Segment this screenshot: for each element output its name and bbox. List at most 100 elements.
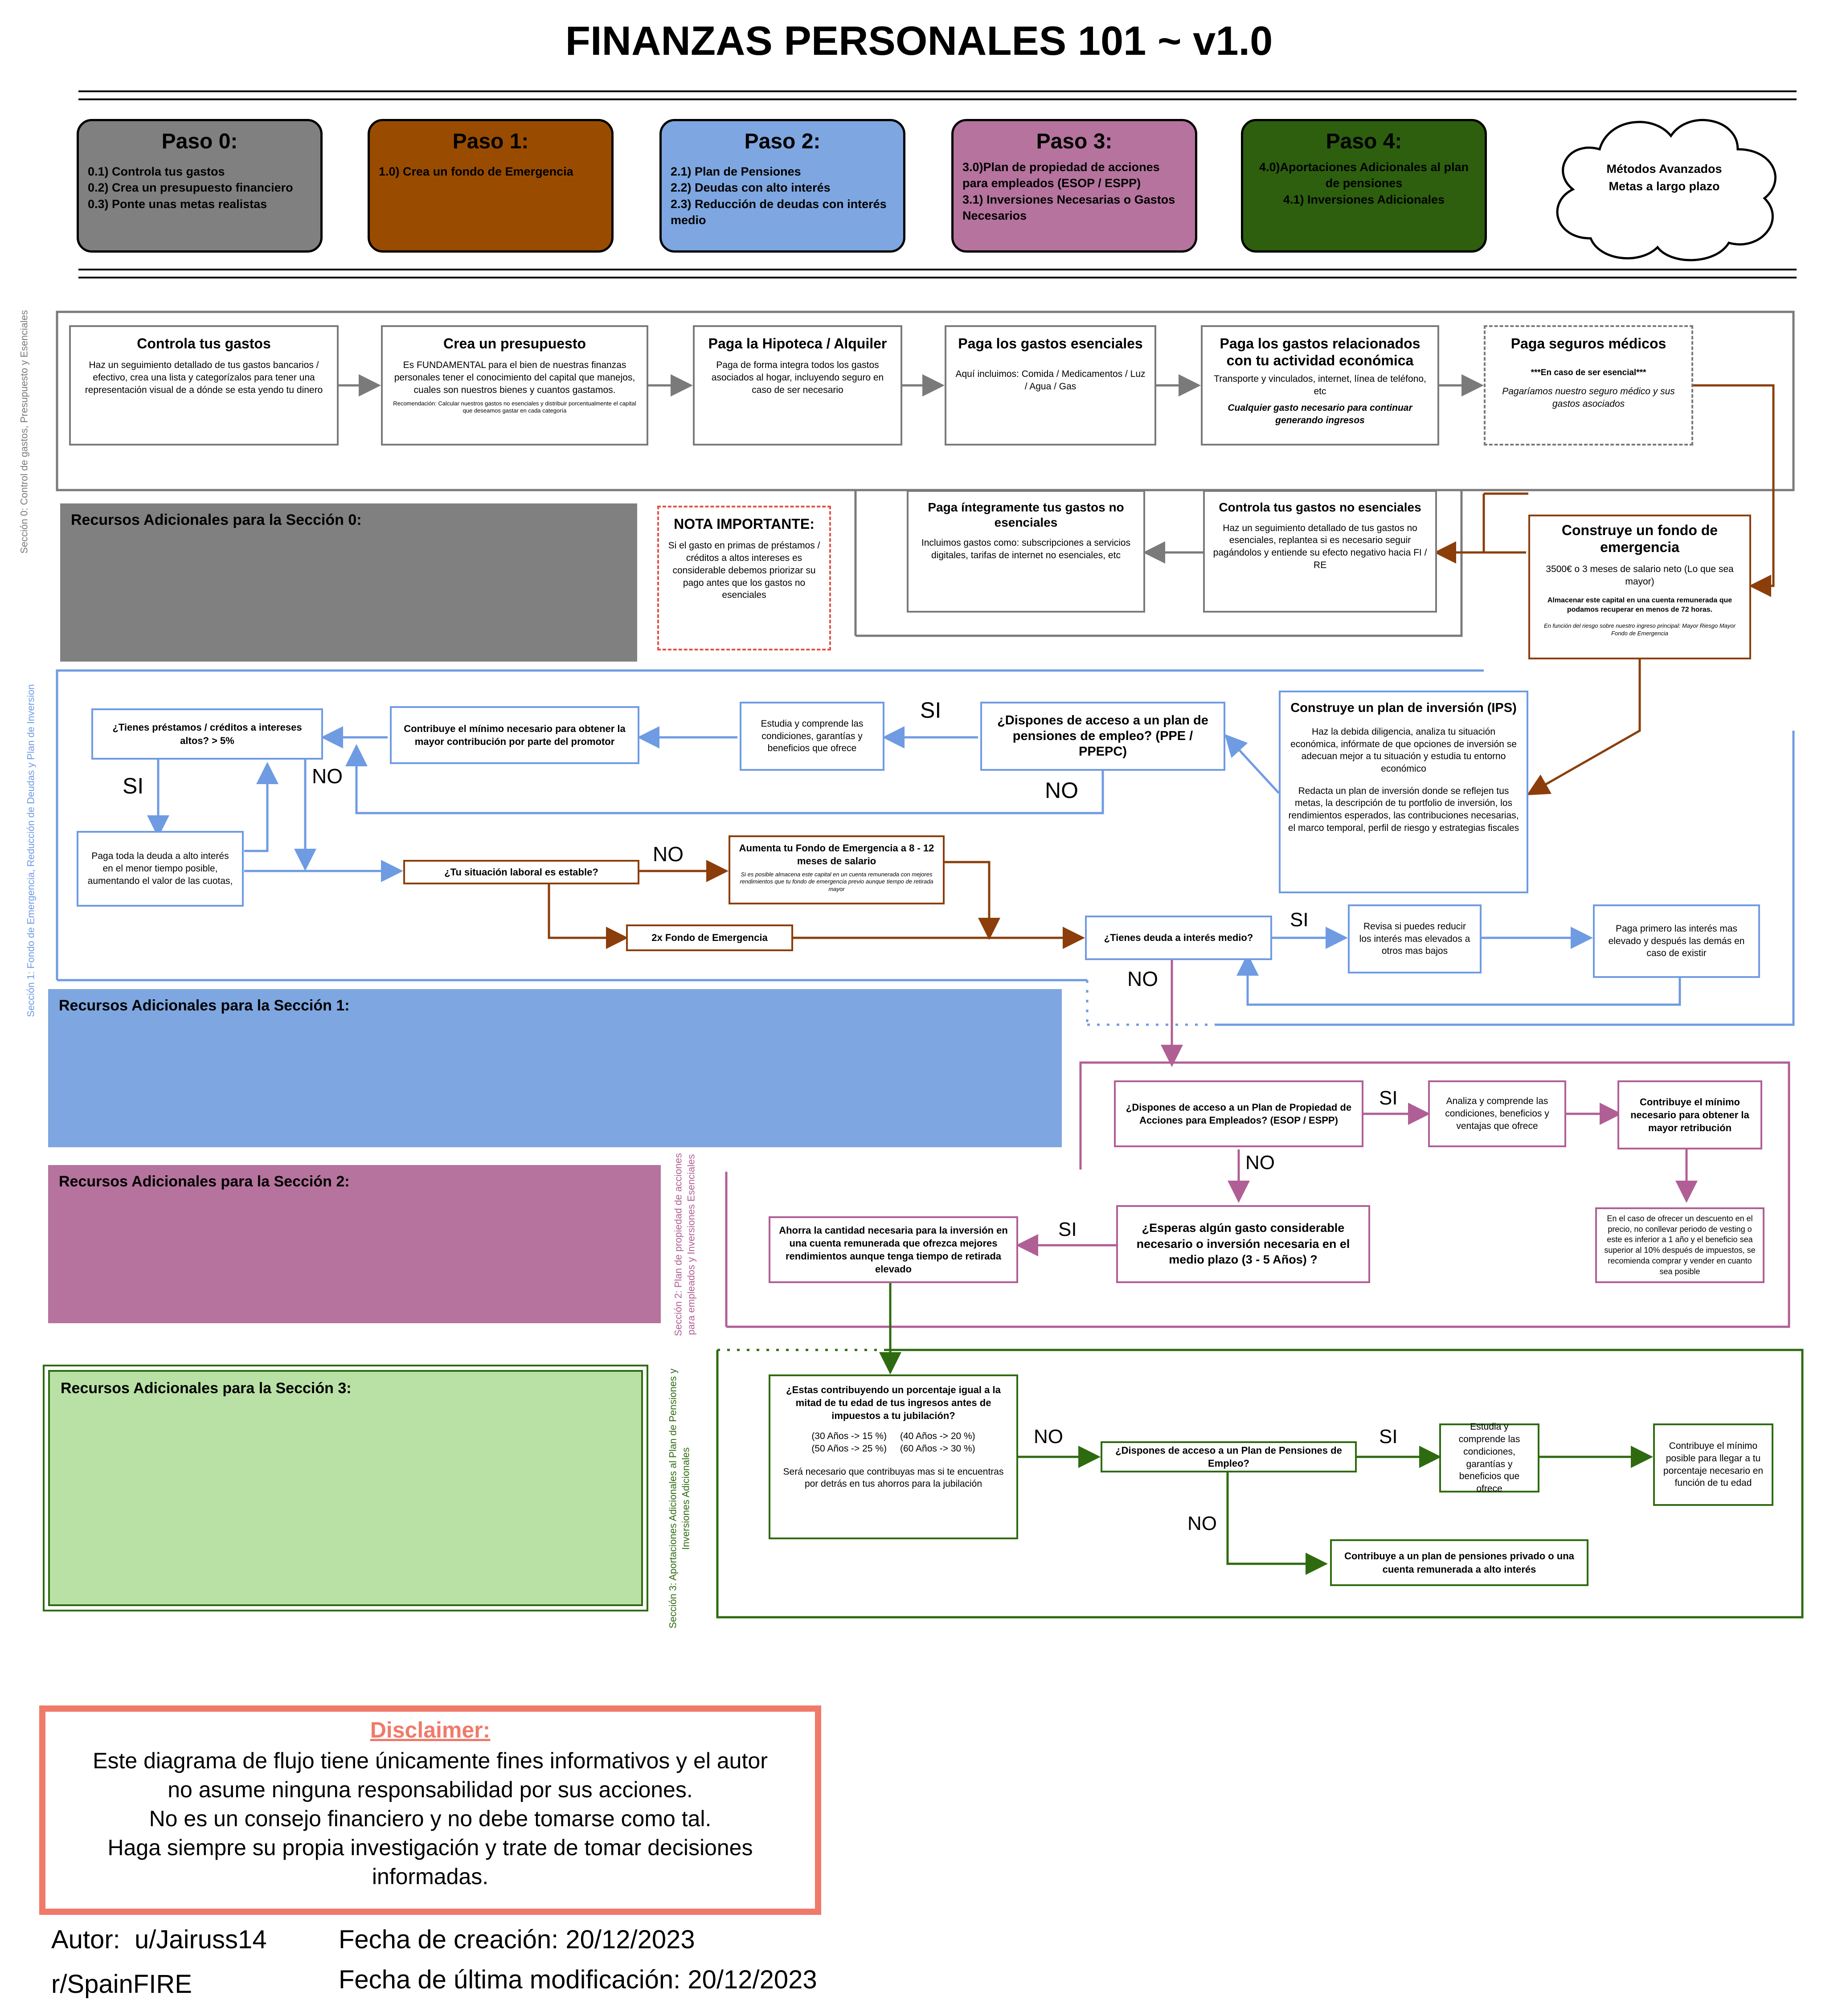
section-2-label-text: Sección 2: Plan de propiedad de acciones… [672, 1153, 696, 1337]
box-title: Contribuye el mínimo necesario para obte… [1630, 1096, 1749, 1134]
label-no: NO [1127, 967, 1158, 990]
section-3-label: Sección 3: Aportaciones Adicionales al P… [667, 1365, 692, 1632]
footer-created-date: Fecha de creación: 20/12/2023 [339, 1925, 695, 1954]
box-seguros-medicos: Paga seguros médicos ***En caso de ser e… [1484, 325, 1693, 446]
box-title: Controla tus gastos [137, 335, 271, 352]
box-body: Haz un seguimiento detallado de tus gast… [1213, 523, 1427, 570]
box-body: Transporte y vinculados, internet, línea… [1214, 373, 1426, 397]
box-title: NOTA IMPORTANTE: [674, 516, 815, 532]
box-porcentaje-question: ¿Estas contribuyendo un porcentaje igual… [769, 1374, 1018, 1539]
footer-subreddit: r/SpainFIRE [51, 1970, 192, 1999]
box-title: Ahorra la cantidad necesaria para la inv… [779, 1224, 1008, 1275]
box-title: Construye un fondo de emergencia [1561, 522, 1718, 556]
box-title: ¿Dispones de acceso a un plan de pension… [997, 713, 1208, 759]
step-2-line: 2.2) Deudas con alto interés [671, 181, 831, 195]
age-ratio: (50 Años -> 25 %) [811, 1443, 887, 1454]
box-title: Construye un plan de inversión (IPS) [1290, 701, 1517, 715]
box-note: Si es posible almacena este capital en u… [740, 871, 933, 892]
section-0-label: Sección 0: Control de gastos, Presupuest… [18, 310, 30, 554]
box-title: Controla tus gastos no esenciales [1219, 500, 1421, 514]
box-estudia-pension: Estudia y comprende las condiciones, gar… [1439, 1422, 1539, 1494]
box-body: En el caso de ofrecer un descuento en el… [1604, 1214, 1756, 1276]
step-2: Paso 2: 2.1) Plan de Pensiones 2.2) Deud… [659, 119, 905, 253]
box-paga-esenciales: Paga los gastos esenciales Aquí incluimo… [945, 325, 1156, 446]
resources-section-0: Recursos Adicionales para la Sección 0: [60, 503, 637, 662]
box-body: Haz un seguimiento detallado de tus gast… [85, 360, 323, 395]
step-0-line: 0.3) Ponte unas metas realistas [88, 197, 267, 211]
disclaimer-line: Haga siempre su propia investigación y t… [107, 1835, 753, 1860]
footer-author: Autor: u/Jairuss14 [51, 1925, 267, 1954]
box-body: Si el gasto en primas de préstamos / cré… [668, 540, 820, 601]
box-crea-presupuesto: Crea un presupuesto Es FUNDAMENTAL para … [381, 325, 648, 446]
section-3-label-text: Sección 3: Aportaciones Adicionales al P… [667, 1368, 691, 1629]
box-title: Crea un presupuesto [443, 335, 586, 352]
page-title: FINANZAS PERSONALES 101 ~ v1.0 [565, 18, 1273, 64]
box-title: ¿Dispones de acceso a un Plan de Propied… [1126, 1101, 1352, 1126]
step-1-line: 1.0) Crea un fondo de Emergencia [379, 165, 573, 178]
step-4-heading: Paso 4: [1326, 130, 1402, 153]
box-revisa-intereses: Revisa si puedes reducir los interés mas… [1348, 904, 1482, 973]
label-si: SI [1058, 1219, 1077, 1240]
resources-section-3: Recursos Adicionales para la Sección 3: [43, 1365, 648, 1611]
box-pension-empleo-question: ¿Dispones de acceso a un Plan de Pension… [1101, 1441, 1357, 1472]
step-0-line: 0.2) Crea un presupuesto financiero [88, 181, 293, 195]
box-esop-question: ¿Dispones de acceso a un Plan de Propied… [1114, 1080, 1363, 1147]
step-1: Paso 1: 1.0) Crea un fondo de Emergencia [368, 119, 614, 253]
box-italic: Pagaríamos nuestro seguro médico y sus g… [1502, 386, 1675, 409]
box-body: Será necesario que contribuyas mas si te… [783, 1466, 1004, 1489]
box-body: Estudia y comprende las condiciones, gar… [761, 718, 864, 754]
box-gasto-medio-plazo-question: ¿Esperas algún gasto considerable necesa… [1116, 1205, 1370, 1283]
box-nota-importante: NOTA IMPORTANTE: Si el gasto en primas d… [657, 506, 831, 650]
box-body: 3500€ o 3 meses de salario neto (Lo que … [1546, 564, 1734, 587]
box-title: ¿Tienes préstamos / créditos a intereses… [112, 722, 302, 746]
disclaimer-line: Este diagrama de flujo tiene únicamente … [93, 1748, 768, 1773]
box-doble-fondo: 2x Fondo de Emergencia [626, 924, 793, 951]
box-paga-no-esenciales: Paga íntegramente tus gastos no esencial… [907, 490, 1145, 613]
age-ratio: (40 Años -> 20 %) [900, 1431, 975, 1442]
box-body: Paga primero las interés mas elevado y d… [1608, 923, 1745, 959]
cloud-line: Métodos Avanzados [1606, 162, 1722, 176]
step-4-line: 4.0)Aportaciones Adicionales al plan de … [1259, 160, 1469, 190]
box-controla-no-esenciales: Controla tus gastos no esenciales Haz un… [1203, 490, 1437, 613]
disclaimer-box: Disclaimer: Este diagrama de flujo tiene… [39, 1705, 821, 1915]
age-ratio-row: (30 Años -> 15 %) (40 Años -> 20 %) [811, 1430, 975, 1443]
box-plan-pensiones-empleo-question: ¿Dispones de acceso a un plan de pension… [980, 702, 1225, 771]
box-body: Paga de forma integra todos los gastos a… [711, 360, 884, 395]
box-situacion-laboral-question: ¿Tu situación laboral es estable? [403, 860, 639, 884]
box-plan-privado: Contribuye a un plan de pensiones privad… [1330, 1539, 1588, 1586]
step-0: Paso 0: 0.1) Controla tus gastos 0.2) Cr… [77, 119, 323, 253]
disclaimer-line: No es un consejo financiero y no debe to… [149, 1806, 712, 1831]
box-ahorra-inversion: Ahorra la cantidad necesaria para la inv… [769, 1216, 1018, 1283]
box-bold: ***En caso de ser esencial*** [1531, 368, 1646, 378]
box-title: Paga los gastos relacionados con tu acti… [1220, 335, 1420, 369]
box-contribuye-edad: Contribuye el mínimo posible para llegar… [1653, 1423, 1773, 1506]
footer-modified-date: Fecha de última modificación: 20/12/2023 [339, 1965, 817, 1994]
box-plan-inversion-ips: Construye un plan de inversión (IPS) Haz… [1279, 691, 1528, 893]
box-body: Estudia y comprende las condiciones, gar… [1458, 1422, 1520, 1494]
box-title: ¿Esperas algún gasto considerable necesa… [1136, 1221, 1350, 1267]
age-ratio: (60 Años -> 30 %) [900, 1443, 975, 1454]
step-2-line: 2.1) Plan de Pensiones [671, 165, 801, 178]
box-contribuye-minimo: Contribuye el mínimo necesario para obte… [390, 706, 639, 764]
box-body: Analiza y comprende las condiciones, ben… [1445, 1096, 1549, 1131]
box-paga-primero: Paga primero las interés mas elevado y d… [1593, 904, 1760, 978]
box-prestamos-question: ¿Tienes préstamos / créditos a intereses… [91, 708, 323, 760]
box-title: Paga seguros médicos [1511, 335, 1666, 352]
label-no: NO [653, 842, 684, 866]
box-body: Revisa si puedes reducir los interés mas… [1359, 921, 1470, 957]
label-no: NO [1245, 1152, 1275, 1174]
box-actividad-economica: Paga los gastos relacionados con tu acti… [1201, 325, 1439, 446]
step-3-line: 3.0)Plan de propiedad de acciones para e… [962, 160, 1160, 190]
section-2-label: Sección 2: Plan de propiedad de acciones… [672, 1151, 697, 1338]
box-paga-hipoteca: Paga la Hipoteca / Alquiler Paga de form… [693, 325, 902, 446]
resources-section-2: Recursos Adicionales para la Sección 2: [48, 1165, 661, 1323]
box-fondo-emergencia: Construye un fondo de emergencia 3500€ o… [1528, 515, 1751, 659]
box-contribuye-retribucion: Contribuye el mínimo necesario para obte… [1617, 1080, 1762, 1149]
label-no: NO [1187, 1513, 1217, 1534]
label-si: SI [1379, 1087, 1398, 1109]
box-analiza-condiciones: Analiza y comprende las condiciones, ben… [1428, 1080, 1566, 1147]
box-note: En función del riesgo sobre nuestro ingr… [1544, 622, 1736, 637]
box-title: ¿Tienes deuda a interés medio? [1104, 932, 1253, 944]
box-title: Paga los gastos esenciales [958, 335, 1143, 352]
cloud-text: Métodos Avanzados Metas a largo plazo [1537, 160, 1791, 195]
